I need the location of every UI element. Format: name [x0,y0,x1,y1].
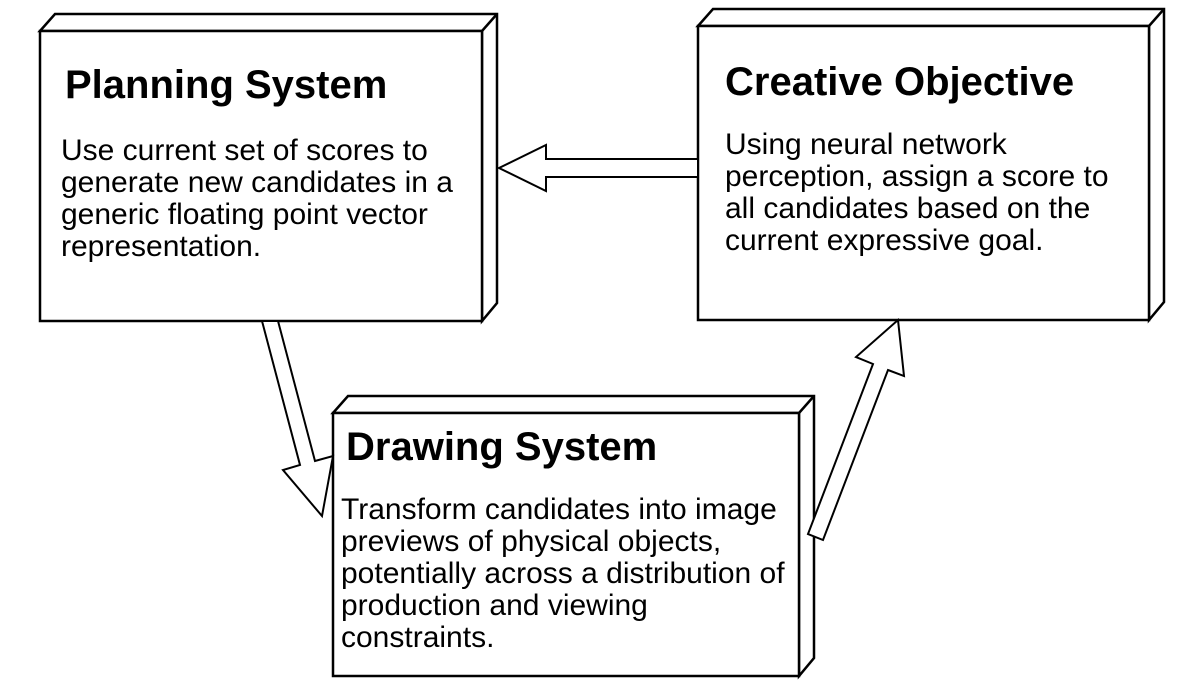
arrow-creative-to-planning-icon [496,143,699,193]
drawing-system-title: Drawing System [346,425,658,469]
arrow-planning-to-drawing-icon [260,320,335,519]
drawing-system-box [330,394,816,680]
drawing-box-front [331,411,801,678]
creative-objective-description: Using neural network perception, assign … [725,128,1109,257]
drawing-system-description: Transform candidates into image previews… [341,493,785,654]
planning-system-box [37,12,499,325]
planning-box-corner-edge [481,13,498,32]
creative-box-front [696,24,1151,322]
creative-box-corner-edge [1148,8,1165,27]
creative-objective-box [695,7,1166,324]
planning-system-description: Use current set of scores to generate ne… [61,134,453,263]
drawing-box-corner-edge [798,395,815,414]
planning-box-front [38,29,484,323]
creative-objective-title: Creative Objective [725,60,1075,104]
arrow-drawing-to-creative-icon [806,317,906,542]
planning-system-title: Planning System [65,63,388,107]
